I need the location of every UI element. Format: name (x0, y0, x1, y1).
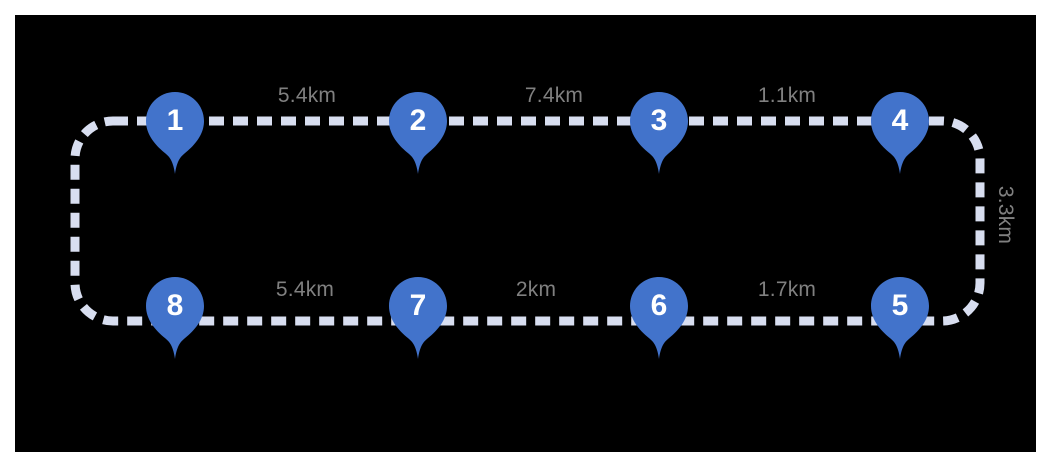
marker-number: 5 (891, 289, 909, 322)
map-pin-icon (389, 92, 447, 174)
map-pin-icon (871, 277, 929, 359)
marker-4[interactable]: 4 (871, 92, 929, 174)
marker-number: 6 (650, 289, 668, 322)
distance-label-1-2: 5.4km (277, 84, 337, 107)
map-pin-icon (630, 277, 688, 359)
marker-3[interactable]: 3 (630, 92, 688, 174)
distance-label-6-7: 2km (515, 278, 557, 301)
marker-number: 8 (166, 289, 184, 322)
distance-label-3-4: 1.1km (757, 84, 817, 107)
map-pin-icon (871, 92, 929, 174)
marker-8[interactable]: 8 (146, 277, 204, 359)
route-map-canvas: 5.4km 7.4km 1.1km 3.3km 1.7km 2km 5.4km 1 2 3 4 5 6… (15, 15, 1036, 452)
distance-label-7-8: 5.4km (275, 278, 335, 301)
marker-6[interactable]: 6 (630, 277, 688, 359)
map-pin-icon (389, 277, 447, 359)
marker-number: 7 (409, 289, 427, 322)
route-path (70, 116, 985, 326)
marker-1[interactable]: 1 (146, 92, 204, 174)
distance-label-5-6: 1.7km (757, 278, 817, 301)
marker-7[interactable]: 7 (389, 277, 447, 359)
marker-2[interactable]: 2 (389, 92, 447, 174)
map-pin-icon (630, 92, 688, 174)
marker-number: 2 (409, 104, 427, 137)
map-pin-icon (146, 92, 204, 174)
distance-label-4-5: 3.3km (994, 185, 1017, 245)
marker-5[interactable]: 5 (871, 277, 929, 359)
map-pin-icon (146, 277, 204, 359)
distance-label-2-3: 7.4km (524, 84, 584, 107)
marker-number: 3 (650, 104, 668, 137)
marker-number: 4 (891, 104, 909, 137)
marker-number: 1 (166, 104, 184, 137)
